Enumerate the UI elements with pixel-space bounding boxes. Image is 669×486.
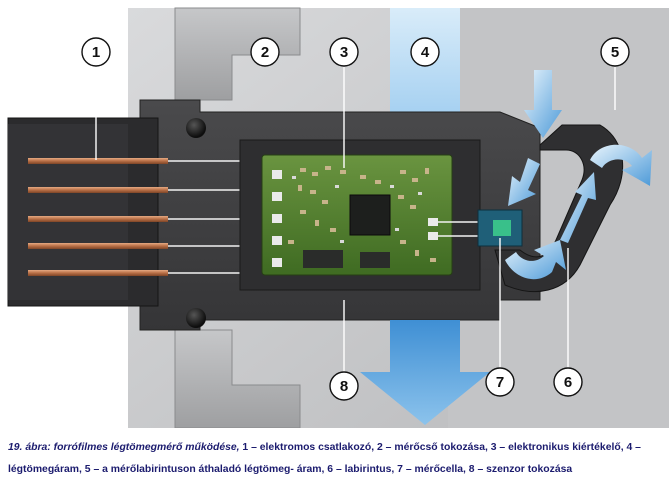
ic-chip xyxy=(303,250,343,268)
pcb-pad xyxy=(272,258,282,267)
measuring-cell-sensor xyxy=(493,220,511,236)
pcb-pad xyxy=(272,170,282,179)
o-ring-lower xyxy=(186,308,206,328)
flow-arrow-out xyxy=(590,144,652,186)
callout-7: 7 xyxy=(485,367,515,397)
connector-pin xyxy=(28,216,168,222)
pcb-pad xyxy=(428,218,438,226)
pcb-pad xyxy=(272,192,282,201)
o-ring-upper xyxy=(186,118,206,138)
flow-arrow-turn xyxy=(505,240,566,280)
pcb-components xyxy=(272,166,438,268)
svg-text:2: 2 xyxy=(261,44,269,61)
connector-pin xyxy=(28,270,168,276)
pcb-pad xyxy=(428,232,438,240)
cell-wires xyxy=(438,221,478,237)
svg-text:1: 1 xyxy=(92,44,100,61)
measuring-labyrinth xyxy=(494,124,624,293)
caption-text: 1 – elektromos csatlakozó, 2 – mérőcső t… xyxy=(8,442,641,475)
svg-text:7: 7 xyxy=(496,374,504,391)
callout-6: 6 xyxy=(553,367,583,397)
svg-text:6: 6 xyxy=(564,374,572,391)
callout-4: 4 xyxy=(410,37,440,67)
flow-arrow-down xyxy=(508,158,540,206)
callout-2: 2 xyxy=(250,37,280,67)
processor-chip xyxy=(349,194,391,236)
svg-text:4: 4 xyxy=(421,44,430,61)
svg-text:3: 3 xyxy=(340,44,348,61)
svg-text:5: 5 xyxy=(611,44,619,61)
connector-pins xyxy=(28,158,168,276)
hot-film-air-mass-meter-diagram: 1 2 3 4 5 6 7 8 xyxy=(7,7,669,428)
pcb-pad xyxy=(272,214,282,223)
svg-text:8: 8 xyxy=(340,378,348,395)
callout-3: 3 xyxy=(329,37,359,67)
ic-chip xyxy=(360,252,390,268)
air-flow-arrows xyxy=(505,70,652,280)
air-mass-flow-arrow xyxy=(360,320,490,425)
caption-label: 19. ábra: forrófilmes légtömegmérő működ… xyxy=(8,442,240,453)
connector-pin xyxy=(28,243,168,249)
connector-pin xyxy=(28,187,168,193)
leader-lines xyxy=(95,67,616,372)
flow-arrow-in xyxy=(524,70,562,138)
callout-8: 8 xyxy=(329,371,359,401)
tube-housing-lower xyxy=(174,329,301,428)
callout-1: 1 xyxy=(81,37,111,67)
air-flow-column xyxy=(390,8,460,128)
flow-arrow-up xyxy=(560,172,596,243)
callout-5: 5 xyxy=(600,37,630,67)
connector-pin xyxy=(28,158,168,164)
figure-caption: 19. ábra: forrófilmes légtömegmérő működ… xyxy=(8,437,658,481)
pcb-pad xyxy=(272,236,282,245)
